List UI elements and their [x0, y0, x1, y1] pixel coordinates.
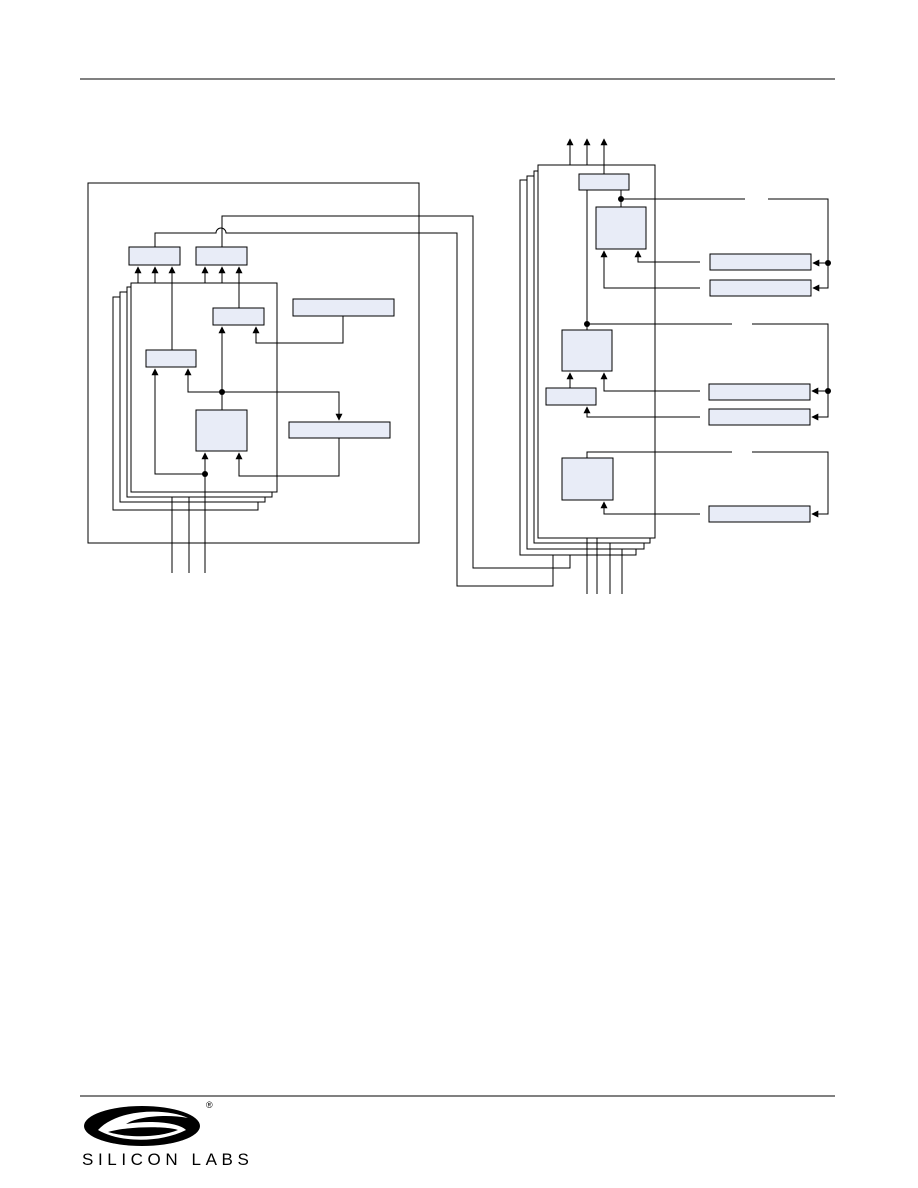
left-output-register-b [195, 246, 248, 266]
right-config-4 [708, 408, 811, 426]
left-register-b-arrows [201, 266, 243, 310]
left-internal-wires [151, 316, 344, 573]
right-middle-core [561, 329, 613, 372]
right-lower-core [561, 457, 614, 501]
right-config-2 [709, 279, 812, 297]
left-config-block-bottom [288, 421, 391, 439]
right-junction-node-config-a [825, 260, 831, 266]
right-top-output-arrows [566, 138, 608, 174]
right-middle-register [545, 387, 597, 406]
logo-mark-icon [84, 1106, 200, 1146]
left-junction-node-bottom [202, 471, 208, 477]
left-small-register-right [212, 307, 265, 326]
left-register-a-arrows [134, 266, 176, 356]
right-junction-node-config-b [825, 388, 831, 394]
bus-line-upper [154, 227, 557, 587]
left-outer-frame [87, 182, 420, 544]
right-junction-node-top [618, 196, 624, 202]
left-junction-node-mid [219, 389, 225, 395]
right-junction-node-mid [584, 321, 590, 327]
left-output-register-a [128, 246, 181, 266]
right-config-1 [709, 253, 812, 271]
left-core-block [195, 409, 248, 452]
right-config-5 [708, 505, 811, 523]
right-top-register [578, 173, 630, 191]
left-small-register-left [145, 349, 197, 368]
logo-text: SILICON LABS [82, 1150, 254, 1169]
silicon-labs-logo: ® [78, 1100, 228, 1172]
right-upper-core [595, 206, 647, 250]
left-config-block-top [292, 298, 395, 317]
registered-mark: ® [206, 1100, 213, 1110]
bus-line-lower [221, 215, 574, 569]
right-internal-wires [566, 190, 829, 594]
right-config-3 [708, 383, 811, 401]
